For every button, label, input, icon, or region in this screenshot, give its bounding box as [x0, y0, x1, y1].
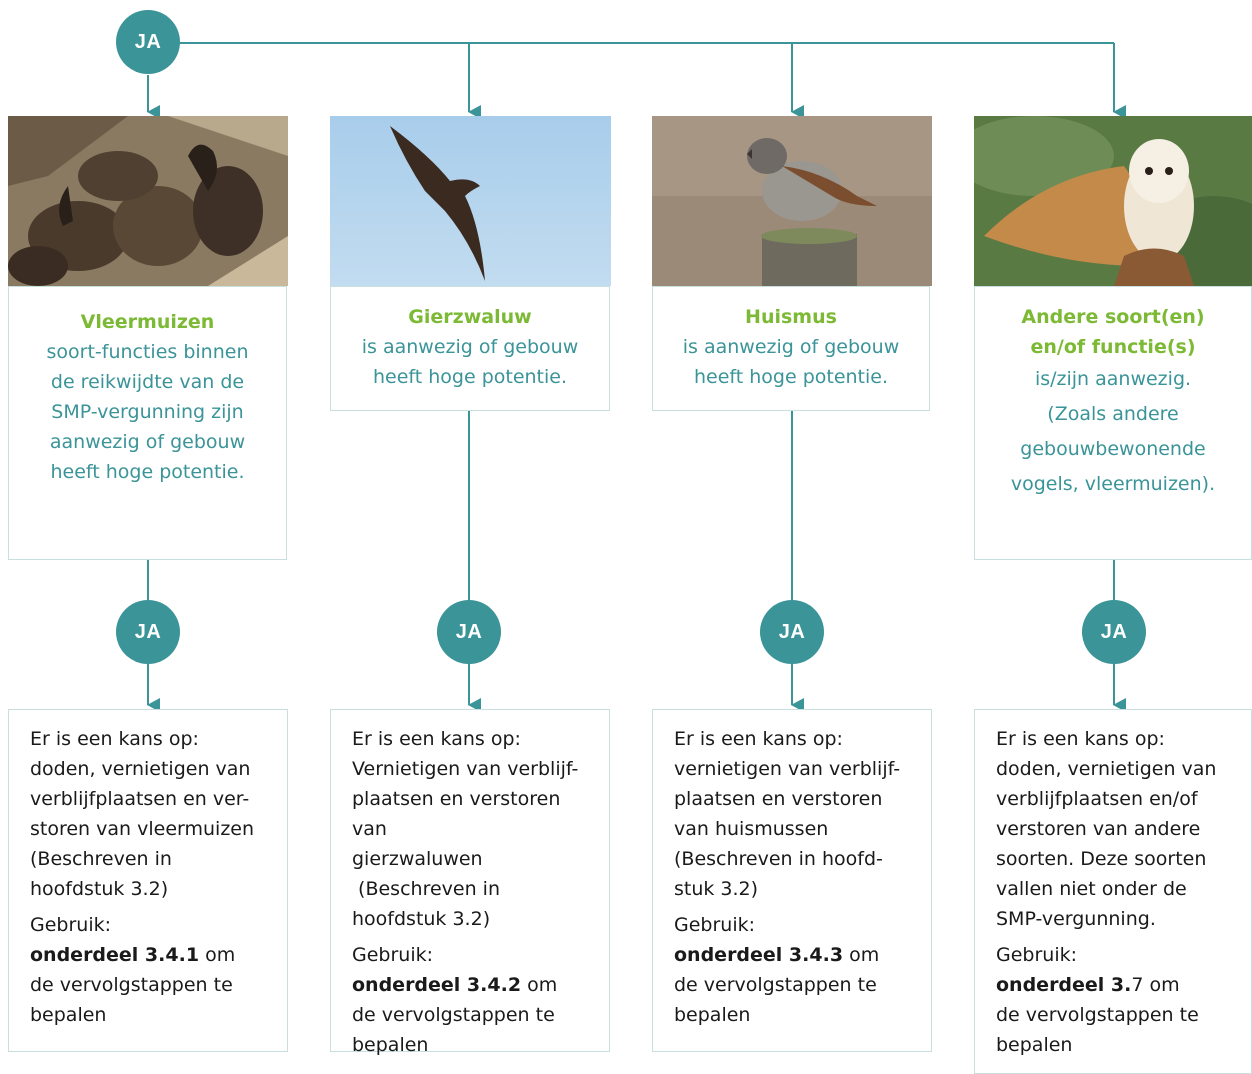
- ja-badge-3: JA: [760, 600, 824, 664]
- risk-line: SMP-vergunning.: [996, 908, 1156, 930]
- risk-line: vernietigen van verblijf-: [674, 758, 901, 780]
- ja-badge-4: JA: [1082, 600, 1146, 664]
- species-desc-line: heeft hoge potentie.: [50, 461, 245, 483]
- use-line: bepalen: [30, 1004, 107, 1026]
- risk-line: verblijfplaatsen en/of: [996, 788, 1198, 810]
- outcome-box-swift: Er is een kans op: Vernietigen van verbl…: [330, 709, 610, 1056]
- species-box-sparrow: Huismus is aanwezig of gebouw heeft hoge…: [652, 286, 930, 411]
- section-reference: onderdeel 3.: [996, 974, 1132, 996]
- use-line: bepalen: [996, 1034, 1073, 1056]
- use-label: Gebruik:: [674, 914, 756, 936]
- use-label: Gebruik:: [30, 914, 112, 936]
- section-reference: onderdeel 3.4.1: [30, 944, 200, 966]
- risk-line: (Beschreven in: [352, 878, 500, 900]
- risk-line: van huismussen: [674, 818, 829, 840]
- species-box-other: Andere soort(en) en/of functie(s) is/zij…: [974, 286, 1252, 560]
- species-desc-line: gebouwbewonende: [1020, 438, 1206, 460]
- use-reference: onderdeel 3.7 om: [996, 970, 1231, 1000]
- use-line: bepalen: [352, 1034, 429, 1056]
- risk-line: Er is een kans op:: [996, 728, 1165, 750]
- species-box-bats: Vleermuizen soort-functies binnen de rei…: [8, 286, 287, 560]
- use-line: bepalen: [674, 1004, 751, 1026]
- species-box-swift: Gierzwaluw is aanwezig of gebouw heeft h…: [330, 286, 610, 411]
- species-name: Gierzwaluw: [408, 306, 532, 328]
- ja-badge-2: JA: [437, 600, 501, 664]
- use-reference-rest: om: [521, 974, 558, 996]
- species-name: Huismus: [745, 306, 837, 328]
- use-line: de vervolgstappen te: [30, 974, 233, 996]
- risk-line: stuk 3.2): [674, 878, 759, 900]
- risk-line: vallen niet onder de: [996, 878, 1187, 900]
- risk-line: doden, vernietigen van: [996, 758, 1217, 780]
- use-line: de vervolgstappen te: [352, 1004, 555, 1026]
- sparrow-photo: [652, 116, 932, 286]
- use-reference-rest: om: [843, 944, 880, 966]
- species-desc-line: de reikwijdte van de: [50, 371, 245, 393]
- risk-line: verstoren van andere: [996, 818, 1201, 840]
- risk-line: plaatsen en verstoren van: [352, 788, 561, 840]
- species-desc-line: (Zoals andere: [1047, 403, 1179, 425]
- risk-line: storen van vleermuizen: [30, 818, 255, 840]
- species-desc-line: vogels, vleermuizen).: [1010, 473, 1216, 495]
- risk-line: Er is een kans op:: [352, 728, 521, 750]
- risk-line: (Beschreven in hoofd-: [674, 848, 883, 870]
- species-desc-line: soort-functies binnen: [46, 341, 249, 363]
- bats-photo: [8, 116, 288, 286]
- section-reference: onderdeel 3.4.3: [674, 944, 844, 966]
- risk-line: plaatsen en verstoren: [674, 788, 883, 810]
- use-reference: onderdeel 3.4.2 om: [352, 970, 589, 1000]
- risk-line: gierzwaluwen: [352, 848, 483, 870]
- outcome-box-other: Er is een kans op: doden, vernietigen va…: [974, 709, 1252, 1074]
- species-desc-line: is/zijn aanwezig.: [1034, 368, 1192, 390]
- risk-line: (Beschreven in: [30, 848, 172, 870]
- use-label: Gebruik:: [996, 944, 1078, 966]
- species-desc-line: SMP-vergunning zijn: [51, 401, 244, 423]
- ja-badge-top: JA: [116, 10, 180, 74]
- species-desc-line: heeft hoge potentie.: [372, 366, 568, 388]
- use-reference-rest: om: [199, 944, 236, 966]
- risk-line: hoofdstuk 3.2): [30, 878, 169, 900]
- species-desc-line: is aanwezig of gebouw: [682, 336, 900, 358]
- species-name-line2: en/of functie(s): [1030, 336, 1196, 358]
- risk-line: soorten. Deze soorten: [996, 848, 1207, 870]
- outcome-box-sparrow: Er is een kans op: vernietigen van verbl…: [652, 709, 932, 1052]
- species-name: Andere soort(en): [1021, 306, 1205, 328]
- use-reference: onderdeel 3.4.3 om: [674, 940, 911, 970]
- ja-badge-1: JA: [116, 600, 180, 664]
- risk-line: Er is een kans op:: [30, 728, 199, 750]
- section-reference: onderdeel 3.4.2: [352, 974, 522, 996]
- risk-line: Vernietigen van verblijf-: [352, 758, 579, 780]
- species-desc-line: aanwezig of gebouw: [49, 431, 246, 453]
- risk-line: doden, vernietigen van: [30, 758, 251, 780]
- owl-photo: [974, 116, 1252, 286]
- risk-line: hoofdstuk 3.2): [352, 908, 491, 930]
- use-reference-rest: 7 om: [1131, 974, 1180, 996]
- risk-line: Er is een kans op:: [674, 728, 843, 750]
- use-reference: onderdeel 3.4.1 om: [30, 940, 267, 970]
- species-name: Vleermuizen: [80, 311, 215, 333]
- species-desc-line: heeft hoge potentie.: [693, 366, 889, 388]
- use-line: de vervolgstappen te: [996, 1004, 1199, 1026]
- use-label: Gebruik:: [352, 944, 434, 966]
- species-desc-line: is aanwezig of gebouw: [361, 336, 579, 358]
- risk-line: verblijfplaatsen en ver-: [30, 788, 250, 810]
- outcome-box-bats: Er is een kans op: doden, vernietigen va…: [8, 709, 288, 1052]
- use-line: de vervolgstappen te: [674, 974, 877, 996]
- swift-photo: [330, 116, 611, 286]
